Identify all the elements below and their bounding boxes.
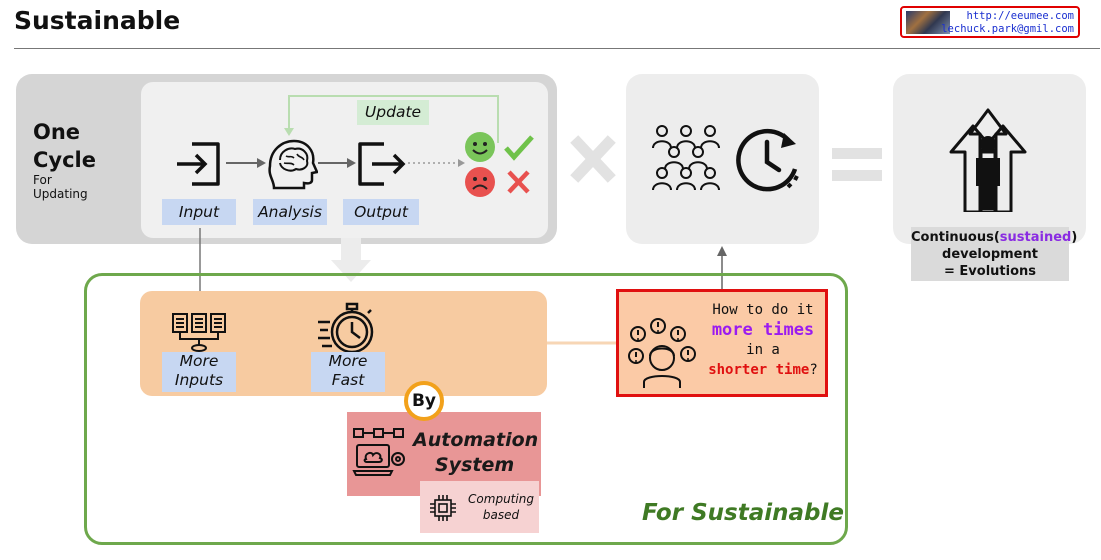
question-text: How to do it more times in a shorter tim…: [700, 300, 826, 380]
logout-icon: [358, 142, 406, 186]
automation-computer-icon: [352, 428, 405, 476]
update-loop-arrowhead: [284, 128, 294, 136]
computing-text: Computing based: [466, 491, 536, 523]
more-fast-line1: More: [328, 352, 368, 370]
evolution-suffix: ): [1071, 230, 1078, 245]
happy-face-icon: [465, 132, 495, 162]
brand-url[interactable]: http://eeumee.com: [966, 10, 1074, 22]
automation-title: Automation System: [413, 428, 538, 478]
question-line1: How to do it: [712, 302, 814, 318]
question-line2: more times: [711, 320, 815, 340]
evolution-line1: Continuous(sustained): [911, 229, 1077, 246]
question-box: [616, 289, 828, 397]
evolution-line2: development: [942, 247, 1038, 262]
title-divider: [14, 48, 1100, 49]
evolution-prefix: Continuous(: [911, 230, 1000, 245]
more-inputs-line2: Inputs: [174, 371, 224, 389]
multiplier-panel: [626, 74, 819, 244]
automation-line2: System: [435, 454, 515, 476]
by-badge: By: [404, 381, 444, 421]
down-block-arrow: [341, 238, 361, 262]
one-cycle-subtitle: For Updating: [33, 173, 88, 201]
thinking-person-icon: [628, 318, 696, 388]
step-output-label: Output: [343, 199, 419, 225]
more-fast-line2: Fast: [331, 371, 365, 389]
update-loop-arrow: [288, 95, 499, 143]
result-icons: [465, 132, 534, 197]
computing-line1: Computing: [468, 492, 534, 506]
crowd-icon: [652, 125, 720, 191]
one-cycle-title-line2: Cycle: [33, 148, 96, 172]
brand-email[interactable]: lechuck.park@gmil.com: [941, 23, 1074, 35]
more-inputs-line1: More: [179, 352, 219, 370]
multiple-documents-icon: [172, 313, 226, 352]
sustainable-frame: [84, 273, 848, 545]
evolution-line3: = Evolutions: [943, 264, 1036, 279]
stopwatch-fast-icon: [318, 302, 374, 354]
question-mark: ?: [809, 362, 818, 378]
page-title: Sustainable: [14, 6, 181, 35]
evolution-caption: Continuous(sustained) development = Evol…: [911, 227, 1077, 281]
computing-line2: based: [482, 508, 520, 522]
one-cycle-sub-line1: For: [33, 173, 52, 187]
brand-badge[interactable]: http://eeumee.com lechuck.park@gmil.com: [900, 6, 1080, 38]
step-input-label: Input: [162, 199, 236, 225]
for-sustainable-label: For Sustainable: [642, 500, 844, 526]
growth-arrows-person-icon: [949, 108, 1027, 212]
brand-thumbnail: [906, 11, 950, 34]
automation-line1: Automation: [413, 429, 539, 451]
more-fast-label: More Fast: [311, 352, 385, 392]
check-icon: [504, 135, 534, 161]
one-cycle-title: One Cycle: [33, 118, 96, 174]
sad-face-icon: [465, 167, 495, 197]
step-analysis-label: Analysis: [253, 199, 327, 225]
multiply-sign: [570, 135, 616, 183]
question-line3: in a: [746, 342, 780, 358]
update-label: Update: [357, 100, 429, 125]
one-cycle-sub-line2: Updating: [33, 187, 88, 201]
question-line4: shorter time?: [700, 360, 826, 380]
login-icon: [177, 142, 220, 186]
brain-head-icon: [268, 139, 318, 190]
evolution-highlight: sustained: [999, 230, 1072, 245]
question-highlight: shorter time: [708, 362, 810, 378]
clock-cycle-icon: [736, 128, 799, 192]
computing-box: [420, 481, 539, 533]
more-inputs-label: More Inputs: [162, 352, 236, 392]
chip-icon: [430, 495, 456, 521]
one-cycle-title-line1: One: [33, 120, 81, 144]
cross-icon: [507, 170, 530, 194]
equals-sign: [832, 148, 882, 181]
